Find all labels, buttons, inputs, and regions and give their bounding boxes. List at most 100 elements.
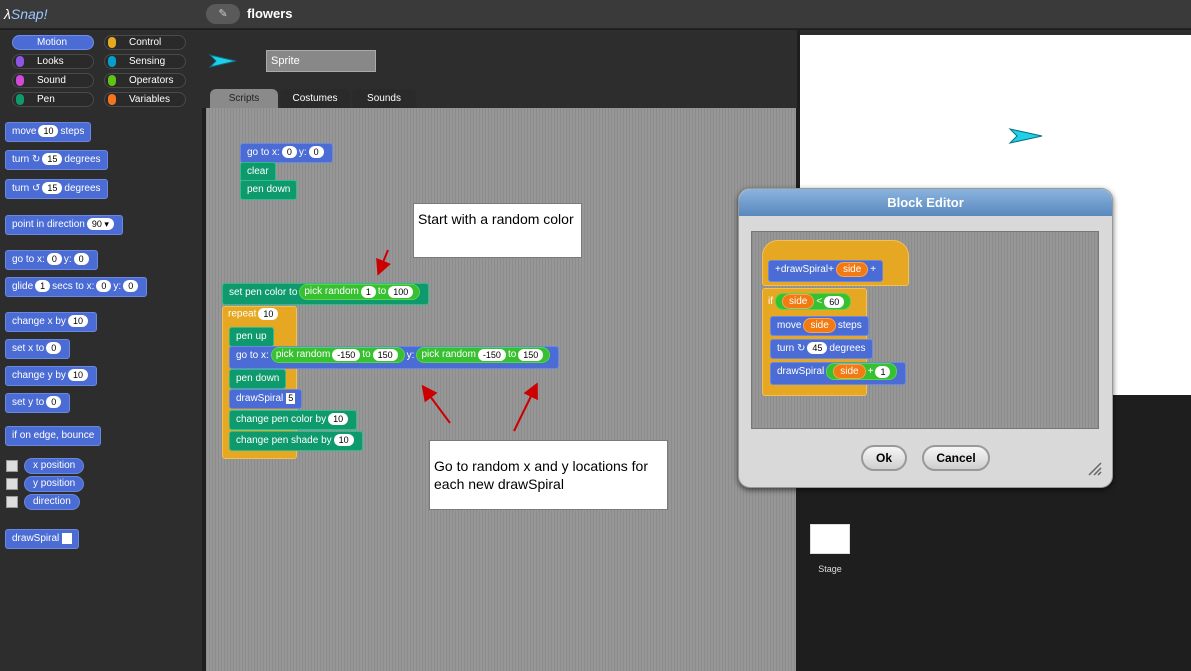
block-input[interactable]: 0 [46,253,62,266]
block-label: repeat [228,308,257,320]
repeat-count-input[interactable]: 10 [258,308,279,320]
block-input[interactable]: 10 [67,315,88,328]
y-position-checkbox[interactable] [6,478,18,490]
category-motion[interactable]: Motion [12,35,94,50]
less-than-predicate[interactable]: side<60 [775,293,852,311]
script-pen-up[interactable]: pen up [229,327,274,347]
category-sound[interactable]: Sound [12,73,94,88]
block-input[interactable]: 60 [824,295,845,308]
block-input[interactable]: 0 [123,280,139,293]
block-input[interactable]: 10 [38,125,59,138]
block-label[interactable]: + [828,264,834,275]
block-input[interactable]: 150 [518,348,544,361]
block-input[interactable]: 15 [42,182,63,195]
resize-handle-icon[interactable] [1087,461,1103,477]
tab-scripts[interactable]: Scripts [210,89,278,108]
block-input[interactable]: 0 [96,280,112,293]
reporter-x-position[interactable]: x position [24,458,85,474]
category-looks[interactable]: Looks [12,54,94,69]
category-operators[interactable]: Operators [104,73,186,88]
block-label[interactable]: + [870,264,877,275]
category-sensing[interactable]: Sensing [104,54,186,69]
stage-sprite-arrow-icon[interactable] [1008,127,1044,145]
parameter-side[interactable]: side [835,261,869,277]
category-variables[interactable]: Variables [104,92,186,107]
block-input[interactable]: 150 [372,348,398,361]
block-label[interactable]: + [775,264,781,275]
block-input[interactable]: 0 [308,146,324,159]
category-pen[interactable]: Pen [12,92,94,107]
block-bounce[interactable]: if on edge, bounce [5,426,102,446]
comment-note-random-location[interactable]: Go to random x and y locations for each … [429,440,668,510]
variable-side[interactable]: side [803,317,836,333]
block-input[interactable]: 0 [46,342,62,355]
block-input[interactable]: 10 [328,413,349,426]
snap-logo[interactable]: λSnap! [4,6,47,22]
project-menu-button[interactable]: ✎ [206,4,240,24]
direction-dropdown[interactable]: 90 ▾ [86,218,114,231]
block-input[interactable]: 5 [286,393,296,404]
script-pen-down[interactable]: pen down [240,180,298,200]
tab-costumes[interactable]: Costumes [280,89,350,108]
block-input[interactable]: 0 [46,396,62,409]
category-control[interactable]: Control [104,35,186,50]
ok-button[interactable]: Ok [861,445,907,471]
scripts-area[interactable] [206,108,796,671]
script-pen-down-2[interactable]: pen down [229,369,287,389]
block-input[interactable]: 10 [333,434,354,447]
block-input[interactable]: 1 [35,280,51,293]
sprite-name-field[interactable]: Sprite [266,50,376,72]
category-label: Pen [37,94,55,105]
reporter-direction[interactable]: direction [24,494,80,510]
block-input[interactable]: 10 [67,369,88,382]
variable-side[interactable]: side [782,294,815,309]
cancel-button[interactable]: Cancel [922,445,990,471]
plus-reporter[interactable]: side+1 [826,363,898,381]
block-custom-drawspiral[interactable]: drawSpiral [5,529,80,549]
reporter-y-position[interactable]: y position [24,476,85,492]
block-input[interactable]: 1 [875,365,891,378]
block-input[interactable]: 0 [73,253,89,266]
prototype-block[interactable]: +drawSpiral+side+ [768,260,884,282]
block-input[interactable]: 1 [360,285,376,298]
block-input[interactable]: 45 [807,342,828,355]
x-position-checkbox[interactable] [6,460,18,472]
direction-checkbox[interactable] [6,496,18,508]
stage-thumbnail[interactable] [810,524,850,554]
block-input[interactable]: 100 [388,285,414,298]
block-input[interactable]: 15 [42,153,63,166]
block-input[interactable]: -150 [332,348,361,361]
comment-note-random-color[interactable]: Start with a random color [413,203,582,258]
block-input[interactable]: -150 [477,348,506,361]
variable-side[interactable]: side [833,364,866,379]
block-label: y: [406,350,415,361]
block-label: move [777,320,802,331]
tab-sounds[interactable]: Sounds [352,89,416,108]
block-input[interactable] [62,532,73,544]
dialog-title[interactable]: Block Editor [739,189,1112,216]
block-input[interactable]: 0 [281,146,297,159]
